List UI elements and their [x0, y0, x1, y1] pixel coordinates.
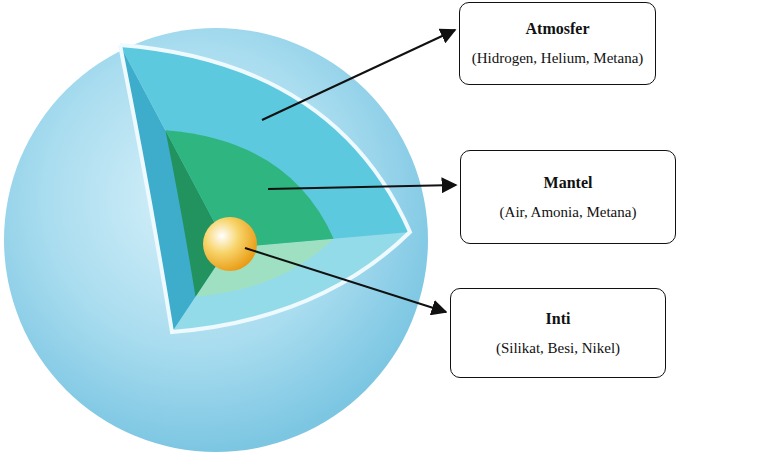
layer-heading: Inti	[546, 310, 571, 328]
leader-line	[245, 248, 446, 312]
layer-composition: (Hidrogen, Helium, Metana)	[472, 50, 644, 67]
cut-rim	[120, 45, 410, 332]
cutaway-layers	[120, 45, 410, 332]
leader-lines	[245, 30, 456, 312]
layer-composition: (Air, Amonia, Metana)	[500, 204, 637, 221]
callout-box: Mantel (Air, Amonia, Metana)	[460, 150, 676, 244]
callout-box: Atmosfer (Hidrogen, Helium, Metana)	[459, 2, 656, 85]
planet-sphere	[4, 28, 428, 452]
layer-heading: Mantel	[544, 174, 593, 192]
leader-line	[262, 30, 455, 120]
callout-box: Inti (Silikat, Besi, Nikel)	[450, 288, 666, 378]
leader-line	[268, 185, 456, 189]
layer-heading: Atmosfer	[526, 20, 590, 38]
layer-composition: (Silikat, Besi, Nikel)	[496, 340, 620, 357]
atmosphere-layer	[120, 45, 410, 248]
core-ball	[203, 217, 257, 271]
